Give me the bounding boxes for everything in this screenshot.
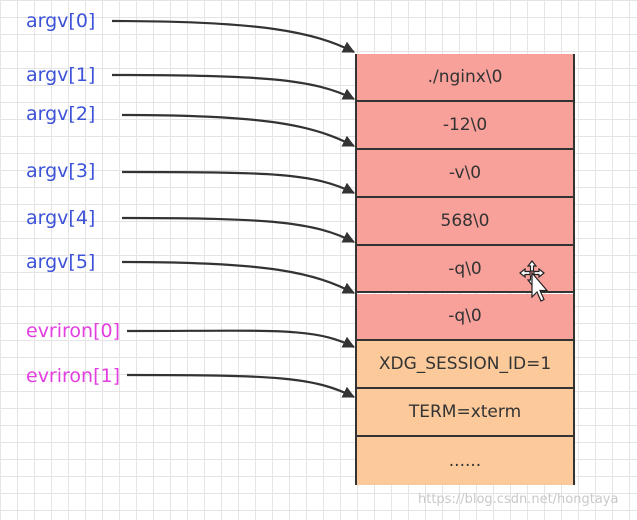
pointer-arrow <box>121 170 355 194</box>
pointer-arrow <box>111 73 355 100</box>
argv-label: argv[4] <box>26 207 96 229</box>
pointer-arrow <box>121 216 355 243</box>
pointer-arrow <box>126 329 355 348</box>
move-cursor-icon <box>519 260 549 302</box>
memory-cell: ./nginx\0 <box>357 54 573 102</box>
memory-cell: XDG_SESSION_ID=1 <box>357 341 573 390</box>
watermark: https://blog.csdn.net/hongtaya <box>418 492 619 507</box>
memory-cell: 568\0 <box>357 197 573 246</box>
pointer-arrow <box>126 373 355 398</box>
memory-cell: -q\0 <box>357 293 573 342</box>
argv-label: argv[3] <box>26 160 96 182</box>
argv-label: argv[2] <box>26 103 96 125</box>
memory-cell: -v\0 <box>357 149 573 198</box>
pointer-arrow <box>111 19 355 53</box>
pointer-arrow <box>121 113 355 147</box>
environ-label: evriron[1] <box>26 365 120 387</box>
argv-label: argv[5] <box>26 251 96 273</box>
environ-label: evriron[0] <box>26 320 120 342</box>
memory-cell: ...... <box>357 437 573 486</box>
argv-label: argv[0] <box>26 10 96 32</box>
pointer-arrow <box>121 260 355 294</box>
memory-cell: -12\0 <box>357 101 573 150</box>
argv-label: argv[1] <box>26 64 96 86</box>
memory-cell: TERM=xterm <box>357 389 573 438</box>
